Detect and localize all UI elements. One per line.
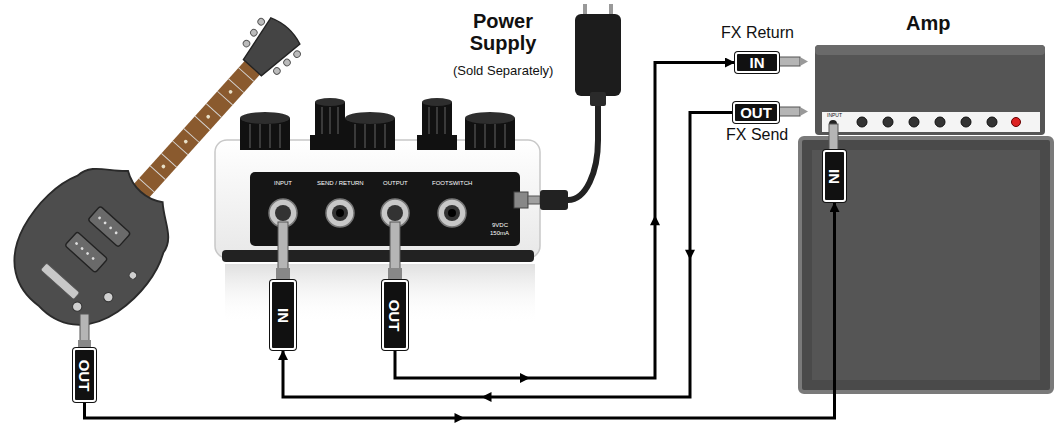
plug-label: OUT: [740, 105, 772, 120]
text-label: INPUT: [274, 180, 292, 187]
plug-label: OUT: [77, 359, 92, 391]
text-label: 9VDC: [492, 222, 508, 229]
plug-tip: [276, 222, 290, 280]
pedal: [215, 98, 540, 324]
plug-tip: [78, 314, 91, 348]
text-label: OUTPUT: [383, 180, 408, 187]
plug-body: IN: [735, 52, 779, 73]
cable-connector: [85, 202, 835, 418]
plug-label: IN: [750, 55, 765, 70]
plug-body: OUT: [73, 348, 96, 402]
amplifier: [800, 45, 1052, 392]
text-label: 150mA: [490, 230, 509, 237]
text-label: (Sold Separately): [453, 64, 553, 78]
text-label: Power Supply: [457, 10, 549, 54]
flow-arrow: [482, 392, 492, 402]
plug-tip: [778, 57, 808, 66]
plug-body: IN: [270, 280, 296, 350]
text-label: FX Return: [721, 24, 794, 42]
text-label: INPUT: [827, 113, 842, 119]
text-label: SEND / RETURN: [317, 180, 364, 187]
plug-tip: [778, 107, 808, 116]
text-label: FX Send: [726, 126, 788, 144]
plug-body: OUT: [382, 280, 408, 350]
cable-connector: [395, 63, 735, 379]
plug-tip: [388, 222, 402, 280]
cable-connector: [283, 113, 733, 398]
plug-label: OUT: [388, 299, 403, 331]
flow-arrow: [455, 413, 465, 423]
flow-arrow: [685, 250, 695, 260]
plug-label: IN: [827, 169, 842, 184]
plug-body: IN: [823, 150, 846, 202]
flow-arrow: [520, 373, 530, 383]
plug-body: OUT: [733, 102, 779, 123]
plug-tip: [829, 124, 838, 152]
text-label: Amp: [906, 12, 950, 34]
power-supply: [528, 4, 621, 210]
flow-arrow: [650, 215, 660, 225]
plug-label: IN: [276, 308, 291, 323]
text-label: FOOTSWITCH: [432, 180, 472, 187]
